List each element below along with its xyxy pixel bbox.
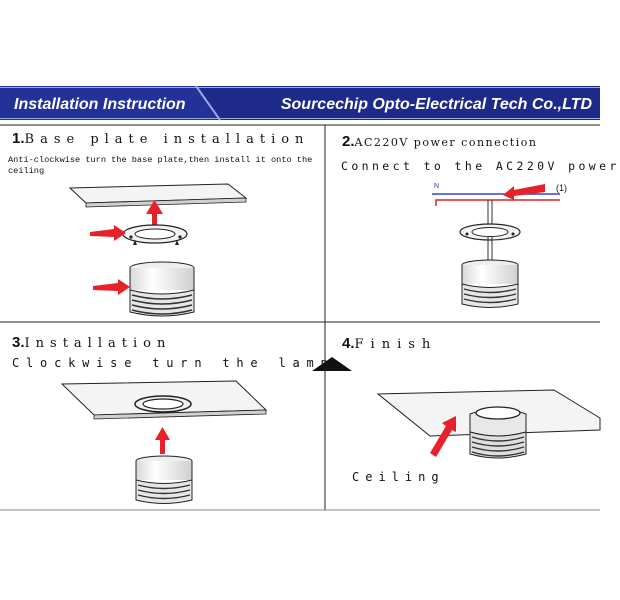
step1-title-text: Base plate installation: [24, 132, 310, 147]
arrow-right-icon: [90, 225, 126, 241]
arrow-right-icon: [93, 279, 130, 295]
step3-title: 3.Installation: [12, 332, 171, 351]
step1-illustration: [68, 183, 248, 317]
step2-title-text: AC220V power connection: [354, 136, 538, 149]
step2-description: Connect to the AC220V power: [341, 159, 620, 173]
downlight-lamp: [129, 261, 195, 317]
step1-title: 1.Base plate installation: [12, 128, 309, 147]
step4-illustration: [376, 389, 601, 459]
header-company-name: Sourcechip Opto-Electrical Tech Co.,LTD: [280, 96, 592, 113]
downlight-lamp: [135, 455, 193, 504]
step4-number: 4.: [342, 335, 355, 352]
panel-grid: [0, 124, 600, 511]
arrow-up-right-icon: [430, 416, 456, 457]
step2-number: 2.: [342, 133, 355, 150]
instruction-sheet: [0, 124, 601, 511]
arrow-up-icon: [155, 427, 170, 454]
ceiling-label: Ceiling: [352, 470, 445, 484]
live-wire: [435, 199, 560, 206]
header-banner: [0, 85, 600, 121]
step1-description: Anti-clockwise turn the base plate,then …: [8, 155, 313, 176]
neutral-wire-label: N: [434, 183, 440, 190]
triangle-up-icon: [312, 357, 352, 371]
step1-number: 1.: [12, 130, 25, 147]
step4-title-text: Finish: [354, 337, 438, 352]
header-left-title: Installation Instruction: [14, 96, 186, 113]
step3-title-text: Installation: [24, 336, 172, 351]
step3-description: Clockwise turn the lamp: [12, 356, 335, 370]
step2-illustration: [432, 184, 560, 308]
downlight-lamp: [461, 259, 519, 308]
downlight-lamp: [469, 406, 527, 459]
step3-illustration: [60, 380, 268, 504]
step2-title: 2.AC220V power connection: [342, 131, 537, 150]
step3-number: 3.: [12, 334, 25, 351]
arrow-up-icon: [146, 200, 163, 230]
arrow-left-icon: [503, 184, 545, 200]
step4-title: 4.Finish: [342, 333, 437, 352]
callout-label: (1): [556, 183, 567, 193]
